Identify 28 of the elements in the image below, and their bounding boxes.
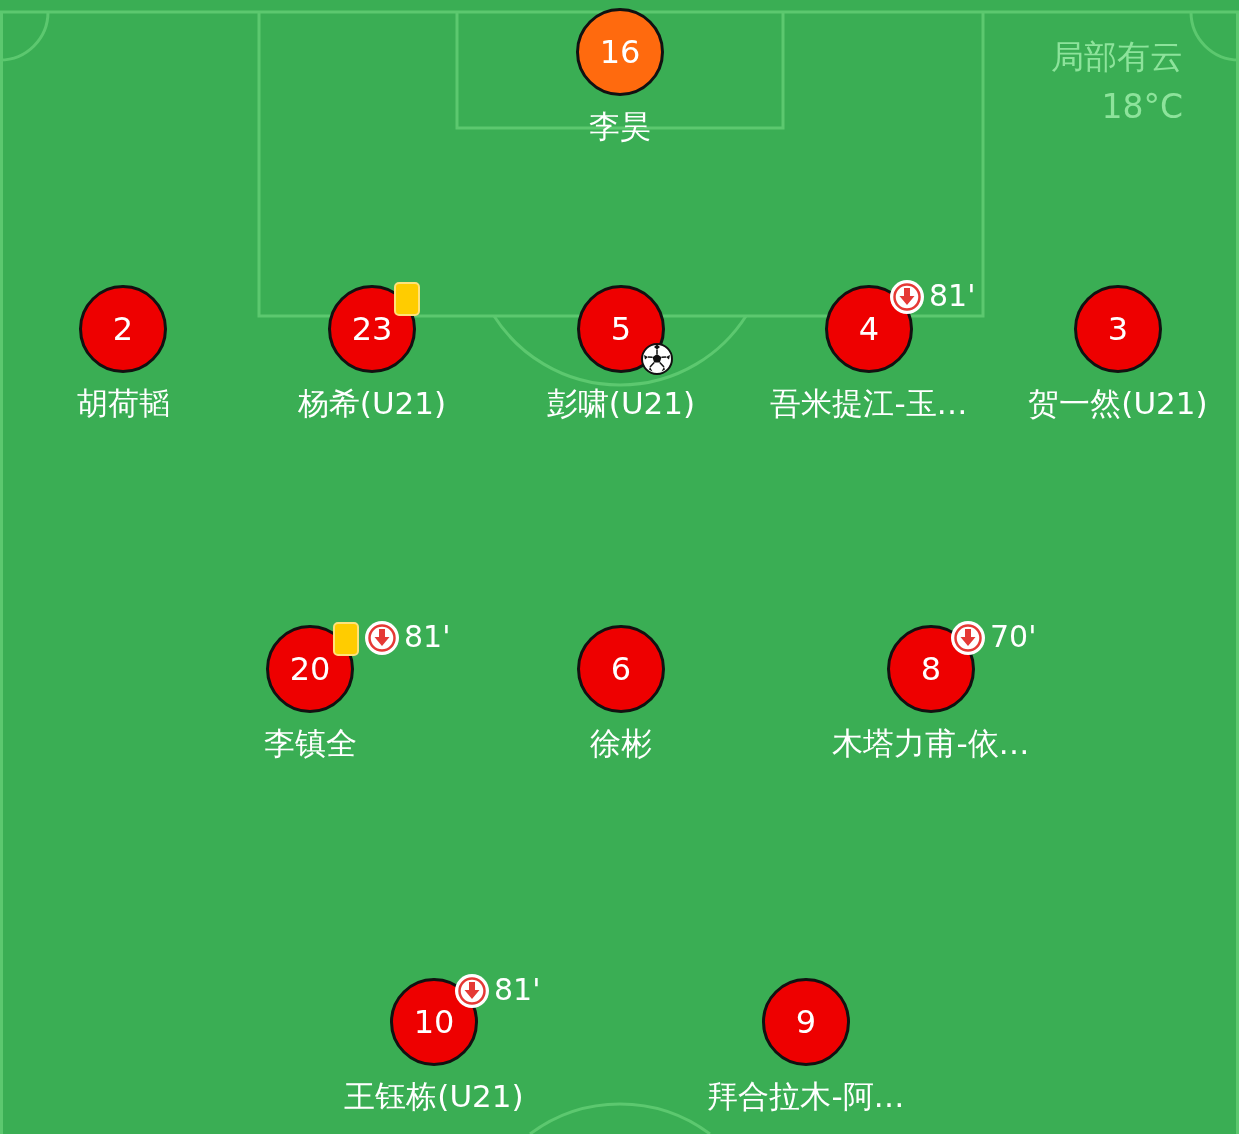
player-name: 彭啸(U21): [546, 386, 696, 422]
player-circle: 4: [825, 285, 913, 373]
player-name: 徐彬: [590, 726, 652, 762]
player-circle: 9: [762, 978, 850, 1066]
player-name: 李镇全: [263, 726, 357, 762]
weather-text: 局部有云: [1051, 38, 1183, 76]
player-circle: 5: [577, 285, 665, 373]
player-name: 王钰栋(U21): [344, 1079, 524, 1115]
player-circle: 6: [577, 625, 665, 713]
player-name: 胡荷韬: [76, 386, 170, 422]
player-circle: 16: [576, 8, 664, 96]
player-circle: 3: [1074, 285, 1162, 373]
player-circle: 8: [887, 625, 975, 713]
substitution-minute: 81': [494, 972, 541, 1008]
substitution-minute: 70': [990, 619, 1037, 655]
temperature-text: 18°C: [1101, 88, 1183, 126]
player-circle: 23: [328, 285, 416, 373]
substitution-minute: 81': [929, 278, 976, 314]
substitution-minute: 81': [404, 619, 451, 655]
player-name: 拜合拉木-阿…: [707, 1079, 905, 1115]
player-circle: 2: [79, 285, 167, 373]
player-circle: 20: [266, 625, 354, 713]
player-circle: 10: [390, 978, 478, 1066]
player-name: 木塔力甫-依…: [832, 726, 1030, 762]
player-name: 吾米提江-玉…: [770, 386, 968, 422]
player-name: 李昊: [589, 109, 651, 145]
player-name: 杨希(U21): [297, 386, 447, 422]
player-name: 贺一然(U21): [1028, 386, 1208, 422]
